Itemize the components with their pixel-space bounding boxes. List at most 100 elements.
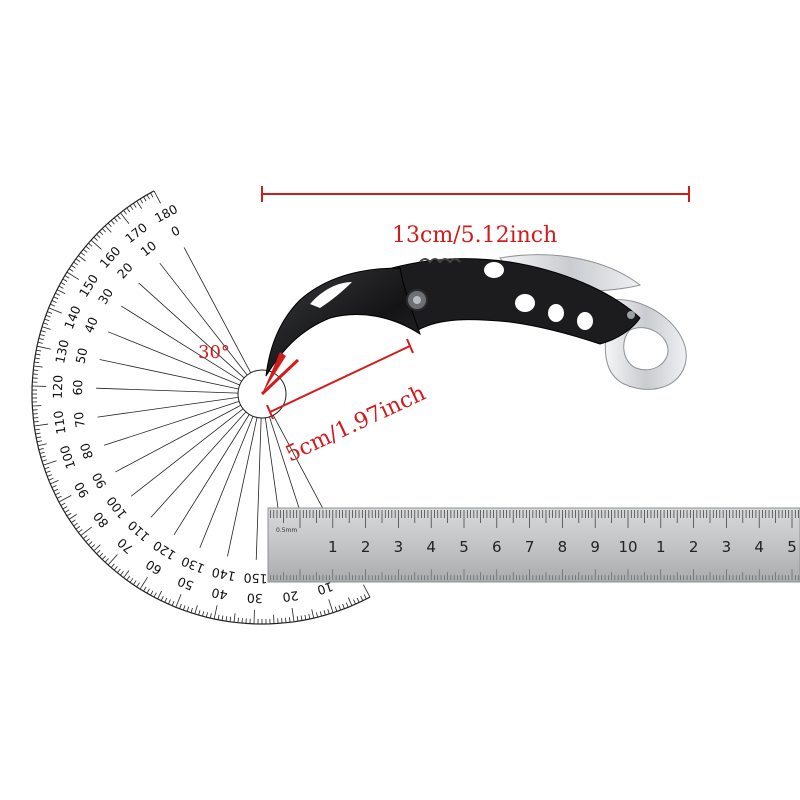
protractor-tick bbox=[120, 571, 124, 576]
protractor-tick bbox=[107, 554, 118, 566]
protractor-tick bbox=[36, 349, 42, 352]
protractor-tick bbox=[221, 615, 224, 621]
protractor-outer-number: 60 bbox=[143, 557, 164, 578]
blade-length-label: 5cm/1.97inch bbox=[282, 381, 430, 468]
ruler-unit-label: 0.5mm bbox=[276, 527, 297, 534]
handle-hole bbox=[484, 262, 504, 278]
protractor-tick bbox=[133, 580, 137, 585]
protractor-tick bbox=[113, 217, 118, 222]
protractor-ray bbox=[255, 417, 262, 560]
protractor-tick bbox=[225, 616, 228, 622]
ruler-number: 3 bbox=[722, 538, 732, 556]
protractor-tick bbox=[47, 474, 53, 477]
protractor-tick bbox=[66, 512, 72, 517]
protractor-tick bbox=[85, 245, 90, 250]
protractor-tick bbox=[93, 236, 98, 241]
protractor-tick bbox=[289, 617, 291, 623]
protractor-tick bbox=[101, 555, 106, 560]
protractor-tick bbox=[319, 611, 322, 617]
protractor-inner-number: 30 bbox=[95, 285, 116, 306]
protractor-tick bbox=[338, 605, 342, 611]
protractor-tick bbox=[311, 609, 315, 619]
protractor-inner-number: 70 bbox=[71, 411, 88, 429]
protractor-tick bbox=[47, 311, 53, 314]
protractor-tick bbox=[78, 255, 86, 262]
protractor-tick bbox=[39, 451, 45, 454]
protractor-tick bbox=[186, 606, 190, 612]
protractor-tick bbox=[48, 307, 62, 314]
protractor-ray bbox=[138, 282, 245, 379]
protractor-tick bbox=[229, 616, 232, 622]
angle-label: 30° bbox=[198, 342, 230, 363]
ruler-number: 1 bbox=[656, 538, 666, 556]
protractor-tick bbox=[38, 337, 44, 340]
protractor-tick bbox=[143, 586, 147, 592]
protractor-tick bbox=[99, 552, 104, 557]
protractor-outer-number: 40 bbox=[210, 585, 229, 603]
protractor-inner-number: 20 bbox=[114, 260, 136, 282]
protractor-tick bbox=[96, 233, 101, 238]
protractor-tick bbox=[33, 421, 39, 423]
protractor-ray bbox=[183, 247, 252, 373]
ruler-number: 10 bbox=[618, 538, 637, 556]
protractor-tick bbox=[327, 609, 330, 615]
protractor-tick bbox=[300, 615, 303, 621]
protractor-tick bbox=[296, 616, 299, 622]
ruler-number: 1 bbox=[328, 538, 338, 556]
protractor-tick bbox=[45, 470, 51, 474]
handle-hole bbox=[577, 312, 593, 330]
protractor-tick bbox=[75, 258, 81, 263]
protractor-tick bbox=[37, 341, 43, 344]
protractor-outer-number: 110 bbox=[50, 410, 68, 436]
protractor-tick bbox=[107, 222, 112, 228]
protractor-tick bbox=[116, 568, 121, 573]
ruler-number: 5 bbox=[459, 538, 469, 556]
protractor-tick bbox=[217, 614, 220, 620]
protractor-outer-number: 90 bbox=[71, 479, 92, 500]
protractor-tick bbox=[64, 275, 70, 279]
protractor-tick bbox=[56, 289, 66, 295]
protractor-tick bbox=[96, 550, 101, 555]
protractor-ray bbox=[159, 262, 248, 376]
protractor-tick bbox=[33, 369, 39, 371]
protractor-outer-number: 180 bbox=[152, 201, 180, 225]
screw-icon bbox=[627, 311, 635, 319]
protractor-tick bbox=[110, 220, 115, 225]
protractor-tick bbox=[53, 488, 59, 492]
protractor-tick bbox=[328, 599, 334, 613]
protractor-tick bbox=[160, 596, 164, 601]
protractor-tick bbox=[34, 428, 40, 431]
protractor-tick bbox=[116, 215, 121, 220]
protractor-tick bbox=[44, 318, 50, 322]
protractor-inner-number: 140 bbox=[210, 565, 237, 585]
protractor-tick bbox=[64, 509, 70, 513]
protractor-tick bbox=[43, 460, 57, 466]
protractor-tick bbox=[40, 455, 46, 458]
blade-hole bbox=[310, 282, 352, 308]
protractor-tick bbox=[34, 357, 40, 360]
protractor-tick bbox=[62, 278, 68, 282]
protractor-tick bbox=[104, 558, 109, 563]
protractor-tick bbox=[60, 502, 66, 506]
protractor-tick bbox=[51, 300, 57, 303]
ruler-number: 4 bbox=[754, 538, 764, 556]
protractor-inner-number: 50 bbox=[73, 346, 91, 365]
protractor-tick bbox=[136, 200, 142, 209]
protractor-tick bbox=[83, 248, 88, 253]
protractor-tick bbox=[123, 570, 130, 578]
protractor-tick bbox=[129, 205, 134, 210]
protractor-tick bbox=[126, 207, 131, 213]
protractor: 0180101702016030150401405013060120701108… bbox=[31, 190, 371, 625]
protractor-tick bbox=[342, 603, 345, 609]
protractor-outer-number: 120 bbox=[50, 375, 66, 399]
protractor-tick bbox=[34, 361, 40, 364]
protractor-tick bbox=[60, 282, 66, 286]
protractor-tick bbox=[360, 596, 364, 601]
protractor-tick bbox=[164, 597, 168, 603]
ruler-number: 2 bbox=[361, 538, 371, 556]
protractor-arc bbox=[31, 190, 371, 625]
angle-marker bbox=[262, 352, 286, 394]
ruler-number: 6 bbox=[492, 538, 502, 556]
protractor-tick bbox=[33, 365, 43, 368]
